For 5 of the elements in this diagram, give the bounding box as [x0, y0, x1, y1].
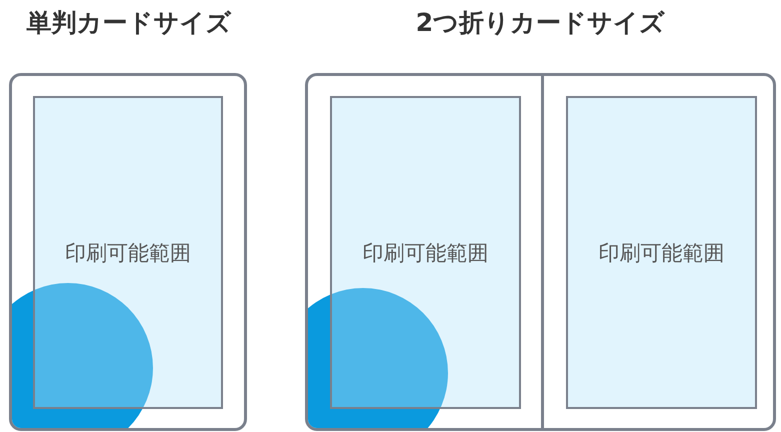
printable-area: 印刷可能範囲 [566, 96, 757, 409]
printable-area: 印刷可能範囲 [330, 96, 521, 409]
printable-area: 印刷可能範囲 [33, 96, 223, 409]
card-title: 単判カードサイズ [26, 7, 232, 39]
card-title: 2つ折りカードサイズ [414, 7, 666, 39]
